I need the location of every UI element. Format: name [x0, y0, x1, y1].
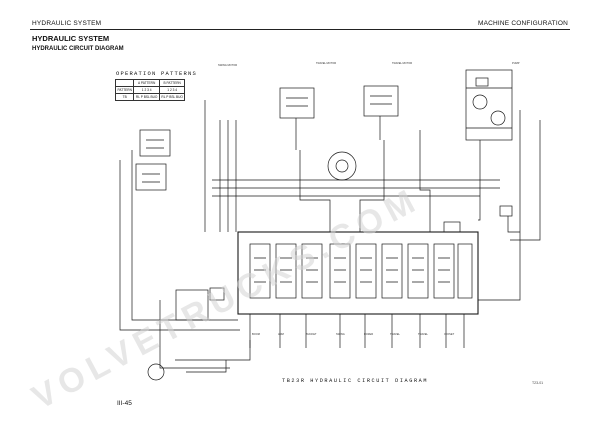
svg-text:ARM: ARM — [278, 332, 284, 336]
table-cell: RL P BSL BUO — [158, 93, 186, 101]
table-row: A PATTERN B PATTERN — [114, 79, 186, 87]
pilot-valve-right — [363, 85, 399, 117]
svg-text:OFFSET: OFFSET — [444, 332, 455, 336]
drain-filter — [147, 363, 165, 381]
svg-text:TRAVEL MOTOR: TRAVEL MOTOR — [392, 61, 412, 65]
figure-code: T23-01 — [532, 381, 544, 385]
svg-text:TRAVEL MOTOR: TRAVEL MOTOR — [316, 61, 336, 65]
svg-text:BUCKET: BUCKET — [306, 332, 317, 336]
diagram-caption: TB23R HYDRAULIC CIRCUIT DIAGRAM — [282, 378, 429, 384]
table-cell: B PATTERN — [158, 79, 186, 87]
table-cell — [114, 79, 135, 87]
table-cell: A PATTERN — [133, 79, 160, 87]
table-cell: PATTERN — [114, 86, 135, 94]
table-cell: 1 2 3 4 — [158, 86, 186, 94]
pump-assembly — [465, 69, 513, 141]
pilot-control-left-b — [135, 163, 167, 191]
operation-patterns-table: A PATTERN B PATTERN PATTERN 1 2 3 4 1 2 … — [114, 79, 186, 101]
table-cell: TB — [114, 93, 135, 101]
svg-text:TRAVEL: TRAVEL — [418, 332, 428, 336]
page-subtitle: HYDRAULIC CIRCUIT DIAGRAM — [32, 46, 124, 52]
swivel-joint — [327, 151, 357, 181]
svg-text:BOOM: BOOM — [252, 332, 260, 336]
pilot-control-left-a — [139, 129, 171, 157]
header-divider — [30, 29, 570, 30]
accumulator-unit — [175, 289, 209, 321]
table-cell: 1 2 3 4 — [133, 86, 160, 94]
header-chapter-label: MACHINE CONFIGURATION — [477, 20, 568, 27]
page-title: HYDRAULIC SYSTEM — [32, 34, 110, 43]
table-row: PATTERN 1 2 3 4 1 2 3 4 — [114, 86, 186, 94]
svg-text:SWING: SWING — [336, 332, 345, 336]
table-cell: RL P BSL BUO — [133, 93, 160, 101]
page-number: III-45 — [117, 400, 132, 407]
svg-text:TRAVEL: TRAVEL — [390, 332, 400, 336]
svg-text:SWING MOTOR: SWING MOTOR — [218, 63, 237, 67]
operation-patterns-title: OPERATION PATTERNS — [116, 70, 198, 77]
table-row: TB RL P BSL BUO RL P BSL BUO — [114, 93, 186, 101]
header-section-label: HYDRAULIC SYSTEM — [32, 20, 102, 27]
svg-text:PUMP: PUMP — [512, 61, 520, 65]
svg-text:DOZER: DOZER — [364, 332, 373, 336]
pilot-valve-left — [279, 87, 315, 119]
control-valve-block — [237, 231, 479, 315]
